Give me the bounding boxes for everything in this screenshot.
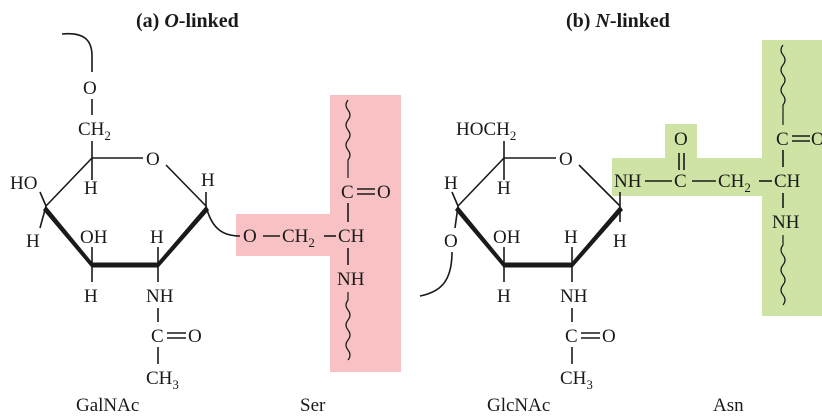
glcnac-chain-curve <box>419 251 453 297</box>
bond <box>454 205 459 229</box>
galnac-acetyl-o: O <box>188 326 202 347</box>
galnac-ch2: CH2 <box>78 119 111 143</box>
ser-ch2: CH2 <box>282 226 315 250</box>
glcnac-ch3: CH3 <box>560 368 593 392</box>
glcnac-oh-c3: OH <box>493 227 521 248</box>
glcnac-h-c4-top: H <box>444 173 458 194</box>
asparagine-highlight <box>612 40 822 316</box>
bond <box>45 157 93 207</box>
title-o-linked: (a) O-linked <box>136 10 239 32</box>
caption-glcnac: GlcNAc <box>487 395 550 416</box>
galnac-chain-curve <box>61 32 93 72</box>
bond <box>457 157 505 207</box>
wedge-bond <box>158 206 209 268</box>
title-n-linked: (b) N-linked <box>566 10 670 32</box>
serine-highlight <box>236 95 401 372</box>
wedge-bond <box>455 206 504 268</box>
bond <box>451 191 459 207</box>
glcnac-h-c5: H <box>497 178 511 199</box>
glcnac-o4: O <box>444 231 458 252</box>
asn-ch2: CH2 <box>718 171 751 195</box>
glcnac-acetyl-c: C <box>565 326 578 347</box>
glcnac-nh: NH <box>560 286 588 307</box>
glcnac-h-c1: H <box>613 231 627 252</box>
asn-c-top: C <box>776 129 789 150</box>
bond <box>165 164 207 207</box>
galnac-nh: NH <box>146 286 174 307</box>
asn-carbonyl-o: O <box>811 129 822 150</box>
glcnac-acetyl-o: O <box>602 326 616 347</box>
glcnac-h-c3: H <box>497 286 511 307</box>
asn-backbone-top-squiggle <box>780 44 786 125</box>
bond <box>578 164 621 207</box>
asn-ch: CH <box>774 171 801 192</box>
wedge-bond <box>572 206 623 268</box>
ser-backbone-bottom-squiggle <box>345 292 351 361</box>
asn-nh-backbone: NH <box>772 212 800 233</box>
glcnac-ring-o: O <box>559 149 573 170</box>
glycosidic-bond-curve <box>205 205 241 237</box>
galnac-acetyl-c: C <box>151 326 164 347</box>
bond <box>39 191 47 207</box>
caption-ser: Ser <box>300 395 326 416</box>
ser-carbonyl-o: O <box>377 182 391 203</box>
wedge-bond <box>43 206 92 268</box>
ser-nh: NH <box>337 269 365 290</box>
glcnac-h-c2: H <box>564 227 578 248</box>
asn-nh: NH <box>614 171 642 192</box>
galnac-h-c3: H <box>84 286 98 307</box>
asn-amide-o: O <box>674 129 688 150</box>
ser-ch: CH <box>338 226 365 247</box>
galnac-ho: HO <box>10 173 37 194</box>
galnac-h-c4: H <box>26 231 40 252</box>
galnac-h-c2: H <box>150 227 164 248</box>
galnac-ch3: CH3 <box>146 368 179 392</box>
galnac-h-c1: H <box>201 170 215 191</box>
glcnac-hoch2: HOCH2 <box>456 119 516 143</box>
ser-backbone-top-squiggle <box>345 99 351 178</box>
bond <box>39 205 47 229</box>
galnac-h-c5: H <box>84 178 98 199</box>
galnac-oh-c3: OH <box>80 227 108 248</box>
asn-amide-c: C <box>674 171 687 192</box>
ser-c: C <box>341 182 354 203</box>
asn-backbone-bottom-squiggle <box>780 235 786 306</box>
caption-galnac: GalNAc <box>76 395 139 416</box>
ser-o: O <box>243 226 257 247</box>
galnac-o6: O <box>83 78 97 99</box>
caption-asn: Asn <box>713 395 744 416</box>
galnac-ring-o: O <box>146 149 160 170</box>
